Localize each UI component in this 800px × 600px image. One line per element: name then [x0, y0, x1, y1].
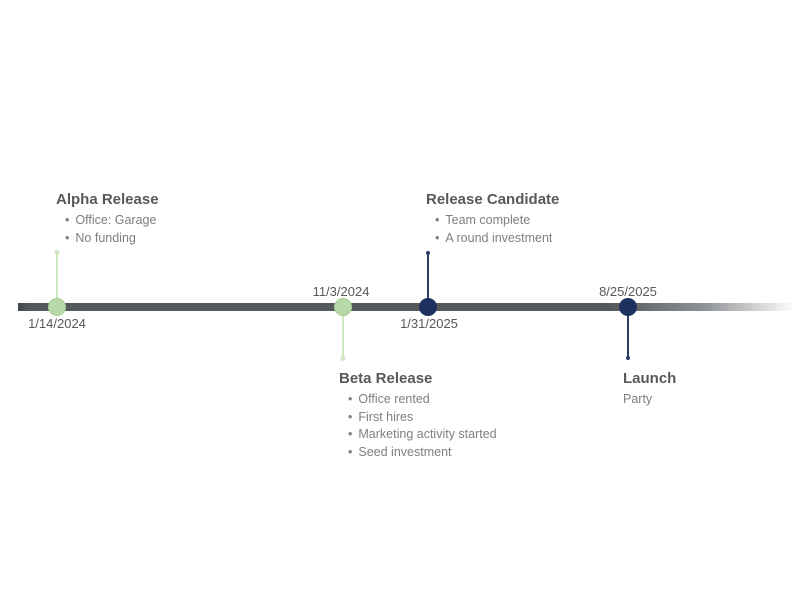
annotation-alpha-release: Alpha Release Office: Garage No funding	[56, 192, 159, 247]
connector-cap-beta-release	[340, 356, 346, 361]
bullet-list: Office rented First hires Marketing acti…	[339, 391, 497, 462]
connector-launch	[627, 307, 629, 358]
date-label-release-candidate: 1/31/2025	[400, 316, 458, 331]
milestone-title: Release Candidate	[426, 191, 560, 208]
bullet-item: Office rented	[348, 391, 497, 409]
bullet-item: First hires	[348, 409, 497, 427]
bullet-item: No funding	[65, 230, 159, 248]
milestone-title: Alpha Release	[56, 191, 159, 208]
milestone-description: Party	[623, 392, 653, 406]
bullet-item: Team complete	[435, 212, 559, 230]
annotation-release-candidate: Release Candidate Team complete A round …	[426, 192, 559, 247]
milestone-dot-launch	[619, 298, 637, 316]
connector-beta-release	[342, 307, 344, 358]
connector-release-candidate	[427, 254, 429, 307]
bullet-list: Office: Garage No funding	[56, 212, 159, 247]
milestone-dot-alpha-release	[48, 298, 66, 316]
date-label-launch: 8/25/2025	[599, 284, 657, 299]
annotation-beta-release: Beta Release Office rented First hires M…	[339, 371, 497, 461]
milestone-title: Launch	[623, 370, 677, 387]
milestone-dot-beta-release	[334, 298, 352, 316]
bullet-item: Office: Garage	[65, 212, 159, 230]
bullet-item: Marketing activity started	[348, 426, 496, 444]
timeline-bar	[18, 303, 795, 311]
bullet-item: Seed investment	[348, 444, 497, 462]
milestone-dot-release-candidate	[419, 298, 437, 316]
connector-cap-launch	[626, 356, 630, 360]
connector-cap-alpha-release	[54, 250, 60, 255]
date-label-alpha-release: 1/14/2024	[28, 316, 86, 331]
bullet-item: A round investment	[435, 230, 559, 248]
date-label-beta-release: 11/3/2024	[312, 284, 370, 299]
connector-cap-release-candidate	[426, 251, 430, 255]
connector-alpha-release	[56, 254, 58, 307]
bullet-list: Team complete A round investment	[426, 212, 559, 247]
annotation-launch: Launch Party	[623, 371, 676, 409]
milestone-title: Beta Release	[339, 370, 433, 387]
